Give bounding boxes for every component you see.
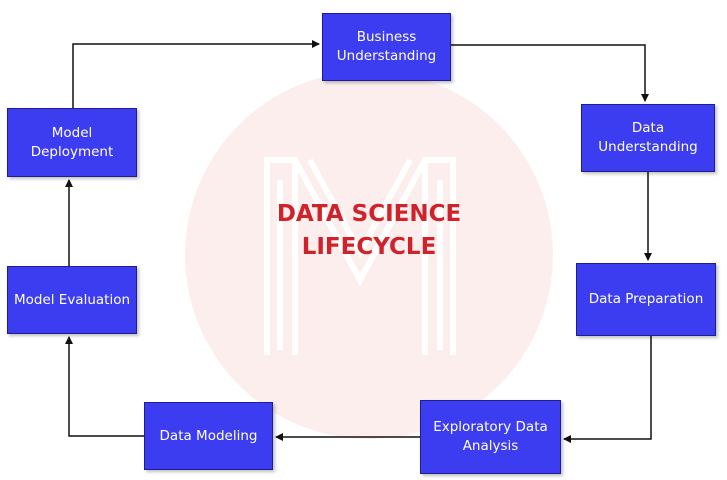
arrow-preparation-to-eda xyxy=(563,336,652,443)
arrow-business-to-data-understanding xyxy=(451,44,649,102)
step-data-modeling: Data Modeling xyxy=(144,402,273,470)
step-data-understanding: Data Understanding xyxy=(581,104,715,172)
step-label: Data Modeling xyxy=(159,427,258,444)
title-line-2: LIFECYCLE xyxy=(301,234,437,260)
step-label: Model Deployment xyxy=(30,124,114,160)
step-label: Exploratory Data Analysis xyxy=(433,419,548,454)
diagram-title: DATA SCIENCE LIFECYCLE xyxy=(210,198,528,264)
step-label: Data Understanding xyxy=(598,120,698,155)
title-line-1: DATA SCIENCE xyxy=(276,201,462,227)
arrow-deployment-to-business xyxy=(72,40,320,108)
step-label: Model Evaluation xyxy=(13,291,131,308)
step-data-preparation: Data Preparation xyxy=(576,263,716,336)
step-label: Data Preparation xyxy=(588,291,704,307)
watermark-circle xyxy=(185,71,553,439)
step-business-understanding: Business Understanding xyxy=(322,13,451,81)
step-exploratory-data-analysis: Exploratory Data Analysis xyxy=(420,400,561,474)
step-model-deployment: Model Deployment xyxy=(7,108,137,177)
watermark-m-logo xyxy=(264,157,456,355)
step-label: Business Understanding xyxy=(336,29,437,64)
step-model-evaluation: Model Evaluation xyxy=(7,266,137,334)
arrow-modeling-to-evaluation xyxy=(65,336,144,437)
